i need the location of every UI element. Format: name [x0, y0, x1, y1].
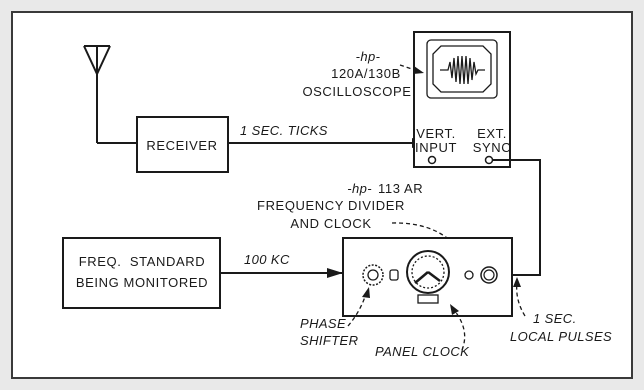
- phase-pointer: [347, 293, 367, 327]
- scope-hp-label: -hp-: [356, 49, 381, 64]
- divider-line2-label: AND CLOCK: [290, 216, 371, 231]
- receiver-box: [136, 116, 229, 173]
- ext-sync-jack: [484, 155, 494, 165]
- sync-wire: [493, 159, 541, 276]
- local-pulses-pointer: [516, 281, 526, 317]
- scope-pointer-arrow: [413, 66, 424, 74]
- output-jack-icon: [480, 266, 498, 284]
- phase-shifter-knob-icon: [362, 264, 399, 286]
- freq-standard-label-2: BEING MONITORED: [76, 275, 208, 290]
- oscilloscope-box: [413, 31, 511, 168]
- divider-pointer: [391, 222, 455, 245]
- waveform-icon: [440, 55, 485, 85]
- kc-arrow: [327, 268, 343, 278]
- scope-name-label: OSCILLOSCOPE: [302, 84, 411, 99]
- ext-sync-label-1: EXT.: [477, 126, 507, 141]
- phase-label-1: PHASE: [300, 316, 346, 331]
- diagram-frame: [11, 11, 633, 379]
- antenna-icon: [83, 45, 137, 144]
- ticks-label: 1 SEC. TICKS: [240, 123, 328, 138]
- scope-model-label: 120A/130B: [331, 66, 401, 81]
- local-pulses-pointer-arrow: [513, 277, 521, 287]
- panel-clock-icon: [406, 250, 450, 304]
- phase-label-2: SHIFTER: [300, 333, 358, 348]
- ext-sync-label-2: SYNC: [473, 140, 512, 155]
- vert-input-jack: [427, 155, 437, 165]
- kc-label: 100 KC: [244, 252, 290, 267]
- phase-pointer-arrow: [362, 287, 370, 298]
- panel-clock-pointer: [453, 309, 466, 351]
- oscilloscope-screen: [432, 45, 492, 93]
- vert-input-label-2: INPUT: [415, 140, 457, 155]
- local-pulses-label-2: LOCAL PULSES: [510, 329, 612, 344]
- divider-line1-label: FREQUENCY DIVIDER: [257, 198, 405, 213]
- freq-standard-box: [62, 237, 221, 309]
- panel-clock-pointer-arrow: [450, 304, 459, 315]
- receiver-label: RECEIVER: [146, 138, 217, 153]
- divider-hp-label: -hp-: [347, 181, 372, 196]
- panel-clock-label: PANEL CLOCK: [375, 344, 470, 359]
- small-knob-icon: [464, 270, 474, 280]
- freq-standard-label-1: FREQ. STANDARD: [79, 254, 206, 269]
- vert-input-label-1: VERT.: [416, 126, 456, 141]
- divider-model-label: 113 AR: [378, 181, 423, 196]
- oscilloscope-screen-frame: [426, 39, 498, 99]
- local-pulses-label-1: 1 SEC.: [533, 311, 577, 326]
